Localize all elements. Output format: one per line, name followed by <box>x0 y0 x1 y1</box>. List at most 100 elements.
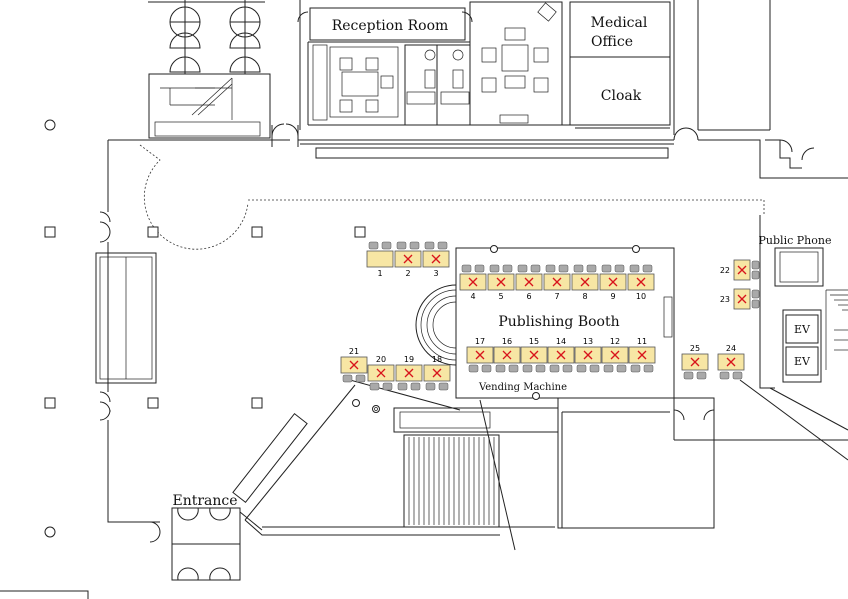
chair <box>603 364 614 373</box>
booth-11: 11 <box>628 337 656 373</box>
chair <box>642 264 653 273</box>
west-wall <box>95 140 160 523</box>
booth-table <box>366 250 394 268</box>
booth-number: 16 <box>502 337 512 346</box>
booth-14: 14 <box>547 337 575 373</box>
booth-number: 3 <box>433 269 438 278</box>
medical-office-label-2: Office <box>591 34 633 50</box>
chair <box>751 299 760 309</box>
door-swings-top-left <box>148 0 265 74</box>
chair <box>601 264 612 273</box>
chair <box>437 241 448 250</box>
booth-number: 11 <box>637 337 647 346</box>
chair <box>751 270 760 280</box>
booth-mark-icon <box>496 277 506 287</box>
chair <box>549 364 560 373</box>
booth-mark-icon <box>726 357 736 367</box>
chair <box>397 382 408 391</box>
chair <box>614 264 625 273</box>
booth-10: 10 <box>627 264 655 301</box>
chair <box>381 241 392 250</box>
booth-mark-icon <box>583 350 593 360</box>
publishing-booth-label: Publishing Booth <box>498 314 619 330</box>
elevator-label-2: EV <box>794 355 811 368</box>
booth-number: 8 <box>582 292 587 301</box>
booth-1: 1 <box>366 241 394 278</box>
booth-number: 6 <box>526 292 531 301</box>
booth-mark-icon <box>475 350 485 360</box>
booth-number: 25 <box>690 344 700 353</box>
entrance-doors <box>0 507 241 599</box>
booth-24: 24 <box>717 344 745 380</box>
chair <box>502 264 513 273</box>
booth-number: 24 <box>726 344 736 353</box>
chair <box>508 364 519 373</box>
booth-mark-icon <box>376 368 386 378</box>
chair <box>530 264 541 273</box>
booth-number: 1 <box>377 269 382 278</box>
chair <box>481 364 492 373</box>
booth-mark-icon <box>468 277 478 287</box>
chair <box>409 241 420 250</box>
south-structure <box>232 379 715 551</box>
booth-mark-icon <box>432 368 442 378</box>
booth-number: 14 <box>556 337 566 346</box>
booth-mark-icon <box>737 294 747 304</box>
chair <box>696 371 707 380</box>
medical-office-label-1: Medical <box>591 15 648 31</box>
booth-number: 20 <box>376 355 386 364</box>
lounge <box>469 1 563 126</box>
booth-15: 15 <box>520 337 548 373</box>
reception-room <box>297 0 570 130</box>
chair <box>461 264 472 273</box>
booth-12: 12 <box>601 337 629 373</box>
chair <box>732 371 743 380</box>
vending-machine-label: Vending Machine <box>478 382 567 393</box>
booth-number: 12 <box>610 337 620 346</box>
columns <box>44 119 366 538</box>
booth-21: 21 <box>340 347 368 383</box>
chair <box>495 364 506 373</box>
chair <box>355 374 366 383</box>
cloak-label: Cloak <box>601 88 642 104</box>
chair <box>368 241 379 250</box>
booth-8: 8 <box>571 264 599 301</box>
chair <box>629 264 640 273</box>
booth-mark-icon <box>349 360 359 370</box>
chair <box>489 264 500 273</box>
booth-mark-icon <box>552 277 562 287</box>
booth-number: 5 <box>498 292 503 301</box>
booth-6: 6 <box>515 264 543 301</box>
booth-mark-icon <box>404 368 414 378</box>
booth-mark-icon <box>690 357 700 367</box>
booth-number: 9 <box>610 292 615 301</box>
reception-room-label: Reception Room <box>332 18 449 34</box>
chair <box>562 364 573 373</box>
chair <box>558 264 569 273</box>
stairwell <box>148 73 271 139</box>
booth-mark-icon <box>608 277 618 287</box>
chair <box>573 264 584 273</box>
chair <box>643 364 654 373</box>
chair <box>751 260 760 270</box>
booth-5: 5 <box>487 264 515 301</box>
booth-18: 18 <box>423 355 451 391</box>
east-structure <box>673 215 848 461</box>
dashed-area <box>139 144 765 250</box>
booth-mark-icon <box>431 254 441 264</box>
booth-19: 19 <box>395 355 423 391</box>
chair <box>342 374 353 383</box>
chair <box>630 364 641 373</box>
booth-7: 7 <box>543 264 571 301</box>
booth-25: 25 <box>681 344 709 380</box>
chair <box>719 371 730 380</box>
chair <box>438 382 449 391</box>
booth-number: 7 <box>554 292 559 301</box>
chair <box>382 382 393 391</box>
booth-4: 4 <box>459 264 487 301</box>
chair <box>369 382 380 391</box>
booth-16: 16 <box>493 337 521 373</box>
booth-number: 17 <box>475 337 485 346</box>
booth-number: 18 <box>432 355 442 364</box>
